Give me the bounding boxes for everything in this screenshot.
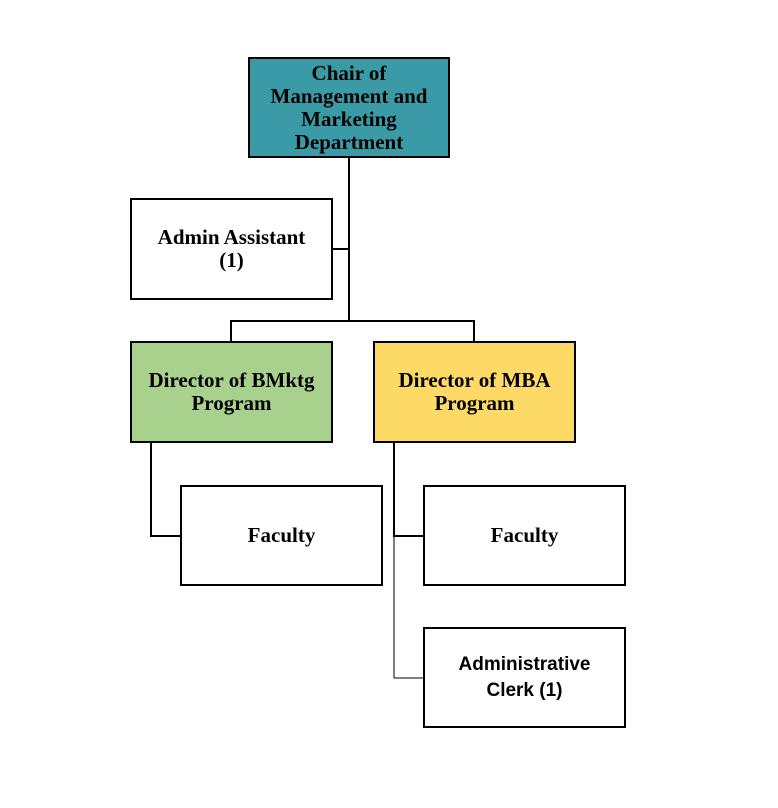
director-mba-node: Director of MBA Program [373, 341, 576, 443]
chair-label: Chair of Management and Marketing Depart… [270, 60, 428, 154]
administrative-clerk-label: Administrative Clerk (1) [458, 653, 591, 701]
faculty-mba-label: Faculty [490, 523, 559, 547]
chair-node: Chair of Management and Marketing Depart… [248, 57, 450, 158]
administrative-clerk-node: Administrative Clerk (1) [423, 627, 626, 728]
faculty-bmktg-label: Faculty [247, 523, 316, 547]
director-mba-label: Director of MBA Program [398, 368, 551, 415]
director-bmktg-label: Director of BMktg Program [148, 368, 315, 415]
director-bmktg-node: Director of BMktg Program [130, 341, 333, 443]
admin-assistant-node: Admin Assistant (1) [130, 198, 333, 300]
faculty-bmktg-node: Faculty [180, 485, 383, 586]
faculty-mba-node: Faculty [423, 485, 626, 586]
admin-assistant-label: Admin Assistant (1) [157, 225, 306, 272]
